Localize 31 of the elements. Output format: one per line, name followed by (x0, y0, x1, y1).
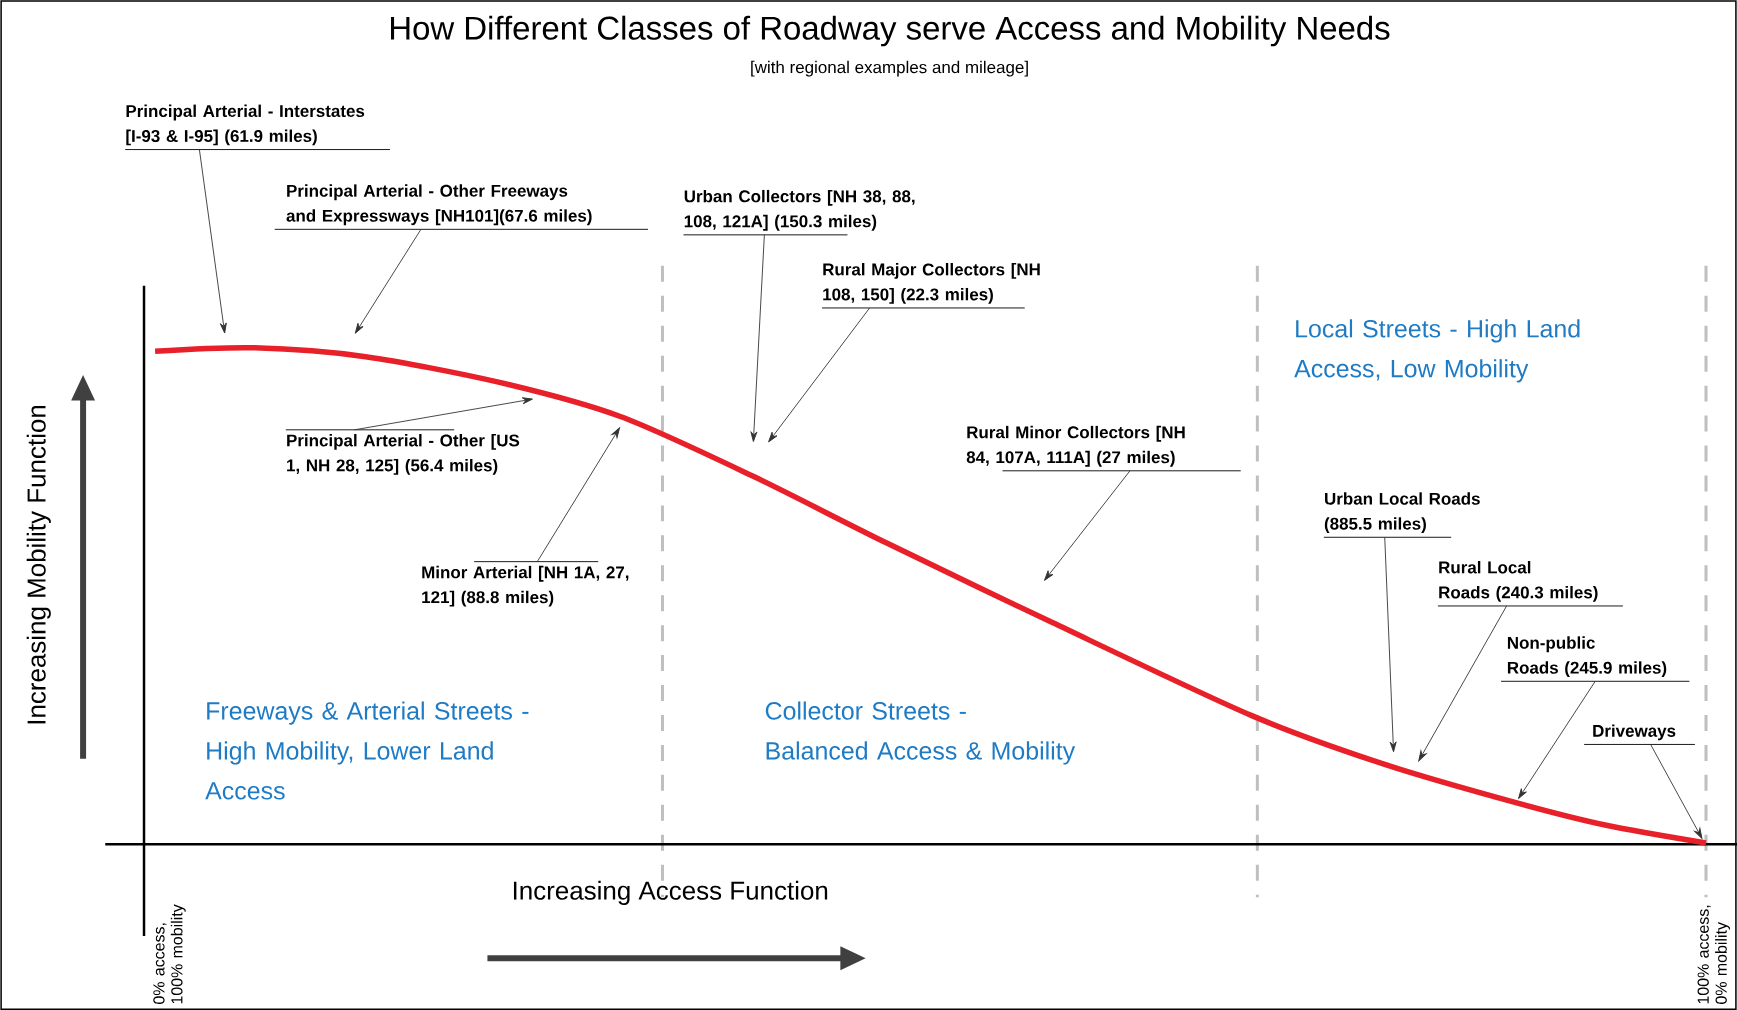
leader-arrow (198, 148, 227, 334)
annotation-label: Rural Local Roads (240.3 miles) (1437, 560, 1624, 607)
annotation-label: Rural Minor Collectors [NH 84, 107A, 111A] (27 miles) (966, 425, 1242, 472)
axis-end-label: 0% access, 100% mobility (153, 904, 186, 1004)
axis-label: Increasing Mobility Function (26, 405, 51, 724)
annotation-label: Driveways (1583, 724, 1696, 745)
subtitle: [with regional examples and mileage] (751, 60, 1028, 77)
leader-arrow (768, 307, 871, 443)
axis-label: Increasing Access Function (513, 880, 828, 905)
annotation-label: Principal Arterial - Interstates [I-93 & I-95] (61.9 miles) (124, 104, 391, 150)
zone-label: Freeways & Arterial Streets - High Mobility, Lower Land Access (205, 701, 529, 800)
annotation-label: Minor Arterial [NH 1A, 27, 121] (88.8 miles) (422, 561, 629, 607)
title: How Different Classes of Roadway serve Access and Mobility Needs (391, 15, 1390, 47)
axis-end-label: 100% access, 0% mobility (1697, 905, 1730, 1004)
annotation-label: Non-public Roads (245.9 miles) (1500, 636, 1690, 682)
zone-label: Local Streets - High Land Access, Low Mobility (1294, 319, 1580, 383)
leader-arrow (1384, 536, 1397, 753)
leader-arrow (750, 234, 765, 442)
leader-arrow (1418, 605, 1508, 762)
zone-label: Collector Streets - Balanced Access & Mobility (765, 701, 1076, 765)
annotation-label: Principal Arterial - Other [US 1, NH 28, 125] (56.4 miles) (285, 429, 520, 475)
annotation-label: Urban Collectors [NH 38, 88, 108, 121A] (150.3 miles) (683, 189, 915, 236)
leader-arrow (354, 397, 533, 431)
leader-arrow (1518, 680, 1596, 799)
annotation-label: Urban Local Roads (885.5 miles) (1323, 492, 1480, 538)
annotation-label: Principal Arterial - Other Freeways and Expressways [NH101](67.6 miles) (274, 184, 649, 230)
leader-arrow (1044, 470, 1131, 581)
leader-arrow (1650, 743, 1703, 839)
leader-arrow (536, 427, 621, 562)
leader-arrow (354, 228, 422, 334)
annotation-label: Rural Major Collectors [NH 108, 150] (22.3 miles) (821, 262, 1040, 309)
